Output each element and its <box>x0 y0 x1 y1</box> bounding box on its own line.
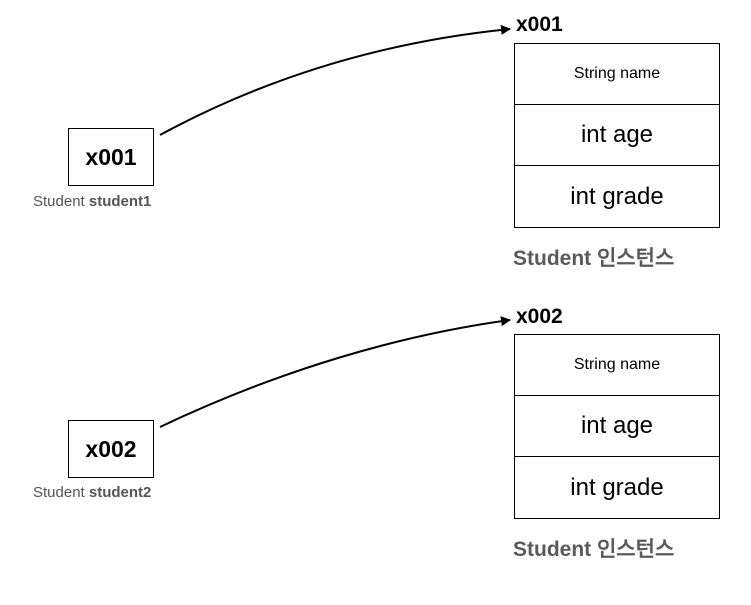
instance-address-x001: x001 <box>516 13 563 36</box>
instance-label-1: Student 인스턴스 <box>513 247 675 270</box>
variable-label-student2: Student student2 <box>33 484 151 501</box>
variable-name: student1 <box>88 193 152 210</box>
field-age: int age <box>515 105 719 166</box>
instance-address-x002: x002 <box>516 305 563 328</box>
variable-type: Student <box>33 193 85 210</box>
reference-address: x002 <box>85 435 137 462</box>
field-grade: int grade <box>570 182 664 210</box>
student-instance-box-2: String name int age int grade <box>514 334 720 519</box>
instance-label-2: Student 인스턴스 <box>513 538 675 561</box>
student-instance-box-1: String name int age int grade <box>514 43 720 228</box>
field-name: String name <box>515 335 719 396</box>
reference-box-student2: x002 <box>68 420 154 478</box>
reference-address: x001 <box>85 143 137 170</box>
variable-type: Student <box>33 484 85 501</box>
arrow-student1-to-x001 <box>159 24 511 136</box>
reference-box-student1: x001 <box>68 128 154 186</box>
field-age: int age <box>515 396 719 457</box>
variable-name: student2 <box>88 484 152 501</box>
field-name: String name <box>515 44 719 105</box>
arrow-student2-to-x002 <box>159 316 511 428</box>
field-grade: int grade <box>570 473 664 501</box>
variable-label-student1: Student student1 <box>33 193 151 210</box>
